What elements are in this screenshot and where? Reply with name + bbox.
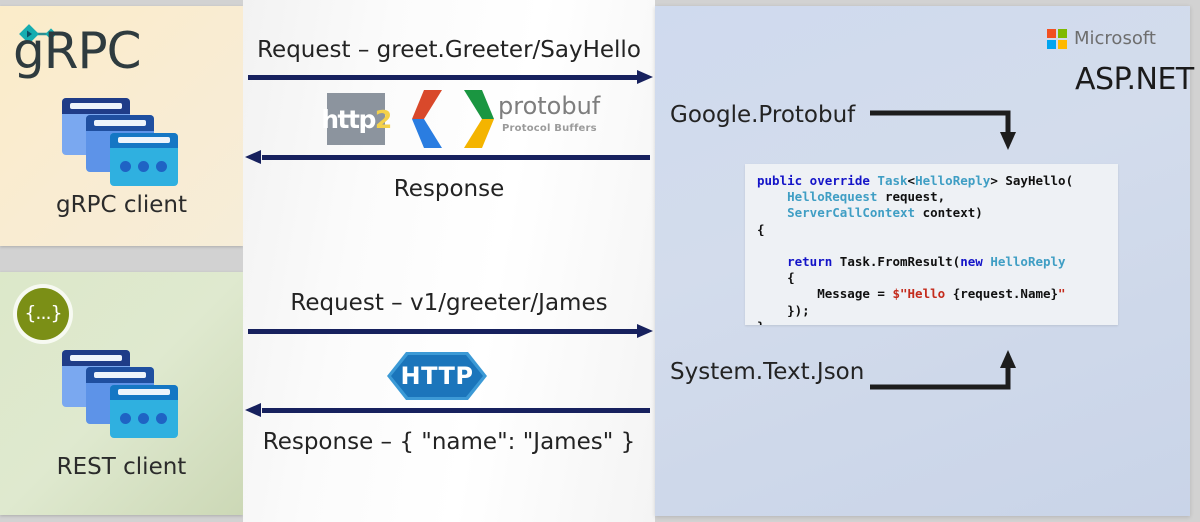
grpc-response-label: Response [393, 176, 505, 202]
http2-badge: http2 [321, 93, 392, 145]
window-card-front [110, 133, 178, 186]
microsoft-logo-square-yellow [1058, 40, 1067, 49]
grpc-wordmark: gRPC [13, 22, 142, 80]
microsoft-wordmark: Microsoft [1074, 28, 1156, 49]
http-badge-label: HTTP [400, 362, 474, 390]
grpc-window-stack-icon [62, 98, 178, 186]
aspnet-product-title: ASP.NET [1075, 62, 1194, 97]
rest-braces-icon-label: {...} [24, 301, 62, 324]
grpc-response-arrow [245, 150, 653, 164]
http-hexagon-badge [387, 352, 487, 400]
flow-column [243, 0, 655, 522]
csharp-code-block: public override Task<HelloReply> SayHell… [745, 164, 1118, 325]
rest-request-arrow [245, 324, 653, 338]
window-titlebar-line [70, 102, 122, 109]
arrow-shaft [262, 408, 650, 413]
window-titlebar-line [94, 119, 146, 126]
arrow-head [245, 403, 261, 417]
arrow-head [637, 70, 653, 84]
arrow-shaft [262, 155, 650, 160]
arrow-shaft [248, 75, 639, 80]
arrow-head [245, 150, 261, 164]
protobuf-wordmark: protobuf Protocol Buffers [498, 94, 618, 134]
rest-response-arrow [245, 403, 653, 417]
grpc-request-arrow [245, 70, 653, 84]
window-dots [119, 160, 167, 172]
window-card-front [110, 385, 178, 438]
grpc-client-panel: gRPC gRPC client [0, 6, 243, 246]
window-titlebar-line [70, 354, 122, 361]
google-protobuf-elbow-arrow [870, 110, 1016, 150]
window-titlebar-line [94, 371, 146, 378]
http2-text-accent: 2 [374, 104, 392, 134]
system-text-json-label: System.Text.Json [670, 359, 865, 385]
window-titlebar-line [118, 389, 170, 396]
arrow-shaft [248, 329, 639, 334]
grpc-node-icon [19, 24, 57, 46]
rest-window-stack-icon [62, 350, 178, 438]
window-titlebar-line [118, 137, 170, 144]
system-text-json-elbow-arrow [870, 350, 1016, 390]
microsoft-logo-square-green [1058, 29, 1067, 38]
rest-response-label: Response – { "name": "James" } [262, 429, 636, 455]
arrow-head [637, 324, 653, 338]
grpc-logo: gRPC [13, 22, 163, 84]
http2-text-main: http [321, 104, 376, 134]
rest-braces-icon: {...} [17, 288, 69, 340]
grpc-client-caption: gRPC client [56, 192, 187, 218]
rest-client-caption: REST client [56, 454, 187, 480]
http2-badge-label: http2 [321, 104, 392, 134]
grpc-request-label: Request – greet.Greeter/SayHello [257, 37, 641, 63]
protobuf-subtitle: Protocol Buffers [502, 123, 597, 134]
window-dots [119, 412, 167, 424]
google-protobuf-label: Google.Protobuf [670, 102, 856, 128]
protobuf-logo-icon [412, 90, 494, 148]
microsoft-logo-square-blue [1047, 40, 1056, 49]
microsoft-logo-square-red [1047, 29, 1056, 38]
rest-request-label: Request – v1/greeter/James [290, 290, 608, 316]
protobuf-title: protobuf [498, 92, 601, 120]
microsoft-logo-icon [1047, 29, 1068, 50]
